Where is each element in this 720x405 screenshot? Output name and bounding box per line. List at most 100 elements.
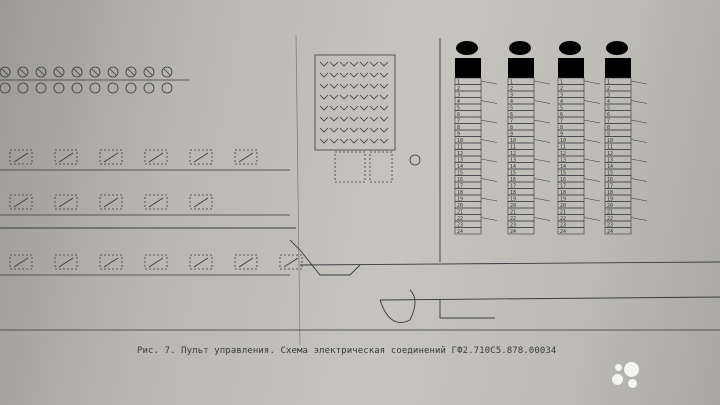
lamp-symbol <box>161 66 173 78</box>
wire <box>480 119 498 124</box>
terminal-number: 22 <box>607 216 613 222</box>
terminal-number: 3 <box>457 93 460 99</box>
diode-symbol <box>359 94 369 100</box>
diode-symbol <box>369 94 379 100</box>
switch-contact <box>58 152 74 163</box>
wire <box>480 217 498 221</box>
terminal-header <box>508 58 534 78</box>
switch-contact <box>238 257 254 268</box>
terminal-number: 24 <box>457 229 463 235</box>
terminal-number: 5 <box>607 106 610 112</box>
bus-line-2 <box>379 296 720 301</box>
switch-symbol <box>189 254 213 270</box>
terminal-number: 6 <box>607 112 610 118</box>
terminal-number: 14 <box>560 164 566 170</box>
terminal-number: 13 <box>560 158 566 164</box>
terminal-number: 23 <box>510 223 516 229</box>
terminal-number: 21 <box>560 210 566 216</box>
diode-symbol <box>329 72 339 78</box>
lamp-symbol <box>143 66 155 78</box>
diode-symbol <box>339 127 349 133</box>
lamp-symbol <box>35 66 47 78</box>
switch-contact <box>283 257 299 268</box>
switch-contact <box>103 257 119 268</box>
avito-logo-icon <box>612 362 640 390</box>
diode-symbol <box>369 127 379 133</box>
switch-contact <box>193 197 209 208</box>
diode-symbol <box>319 83 329 89</box>
wire <box>533 217 551 221</box>
terminal-header <box>605 58 631 78</box>
switch-symbol <box>99 254 123 270</box>
diode-symbol <box>359 127 369 133</box>
lamp-symbol <box>53 82 65 94</box>
diode-symbol <box>319 127 329 133</box>
diode-symbol <box>339 61 349 67</box>
terminal-number: 7 <box>560 119 563 125</box>
terminal-number: 24 <box>560 229 566 235</box>
terminal-number: 9 <box>457 132 460 138</box>
wire <box>533 100 551 104</box>
connector-label-symbol <box>559 41 581 55</box>
lamp-symbol <box>0 66 11 78</box>
terminal-number: 8 <box>457 125 460 131</box>
terminal-number: 22 <box>457 216 463 222</box>
lamp-cross <box>19 68 27 76</box>
wire <box>533 158 551 163</box>
terminal-number: 1 <box>510 80 513 86</box>
diode-symbol <box>369 116 379 122</box>
lamp-symbol <box>125 66 137 78</box>
lamp-symbol <box>143 82 155 94</box>
terminal-number: 24 <box>607 229 613 235</box>
wire <box>630 119 648 124</box>
terminal-number: 18 <box>510 190 516 196</box>
terminal-cell <box>507 227 535 235</box>
terminal-number: 23 <box>560 223 566 229</box>
wire <box>630 100 648 104</box>
diode-symbol <box>329 61 339 67</box>
terminal-number: 21 <box>510 210 516 216</box>
wire <box>480 197 498 202</box>
terminal-number: 4 <box>510 99 513 105</box>
terminal-number: 1 <box>607 80 610 86</box>
switch-symbol <box>279 254 303 270</box>
terminal-number: 1 <box>560 80 563 86</box>
switch-symbol <box>144 149 168 165</box>
diode-symbol <box>359 138 369 144</box>
wire <box>533 139 551 143</box>
diode-symbol <box>379 116 389 122</box>
diode-symbol <box>339 138 349 144</box>
diode-symbol <box>359 105 369 111</box>
wire <box>630 178 648 182</box>
switch-contact <box>103 197 119 208</box>
diode-symbol <box>329 83 339 89</box>
wire <box>583 217 601 221</box>
wire <box>583 178 601 182</box>
diode-matrix-frame <box>314 54 396 151</box>
terminal-number: 8 <box>510 125 513 131</box>
diode-symbol <box>319 94 329 100</box>
switch-symbol <box>9 194 33 210</box>
diode-symbol <box>329 127 339 133</box>
terminal-number: 9 <box>510 132 513 138</box>
terminal-number: 13 <box>607 158 613 164</box>
diode-symbol <box>349 105 359 111</box>
terminal-header <box>455 58 481 78</box>
switch-contact <box>103 152 119 163</box>
wire <box>480 158 498 163</box>
switch-contact <box>13 152 29 163</box>
lamp-symbol <box>89 82 101 94</box>
terminal-number: 4 <box>560 99 563 105</box>
diode-symbol <box>339 105 349 111</box>
wire <box>583 158 601 163</box>
terminal-number: 14 <box>457 164 463 170</box>
diode-symbol <box>329 116 339 122</box>
lamp-cross <box>1 68 9 76</box>
switch-symbol <box>234 149 258 165</box>
switch-symbol <box>99 194 123 210</box>
switch-symbol <box>144 194 168 210</box>
diode-symbol <box>379 83 389 89</box>
terminal-number: 2 <box>607 86 610 92</box>
terminal-number: 9 <box>560 132 563 138</box>
lamp-cross <box>37 68 45 76</box>
